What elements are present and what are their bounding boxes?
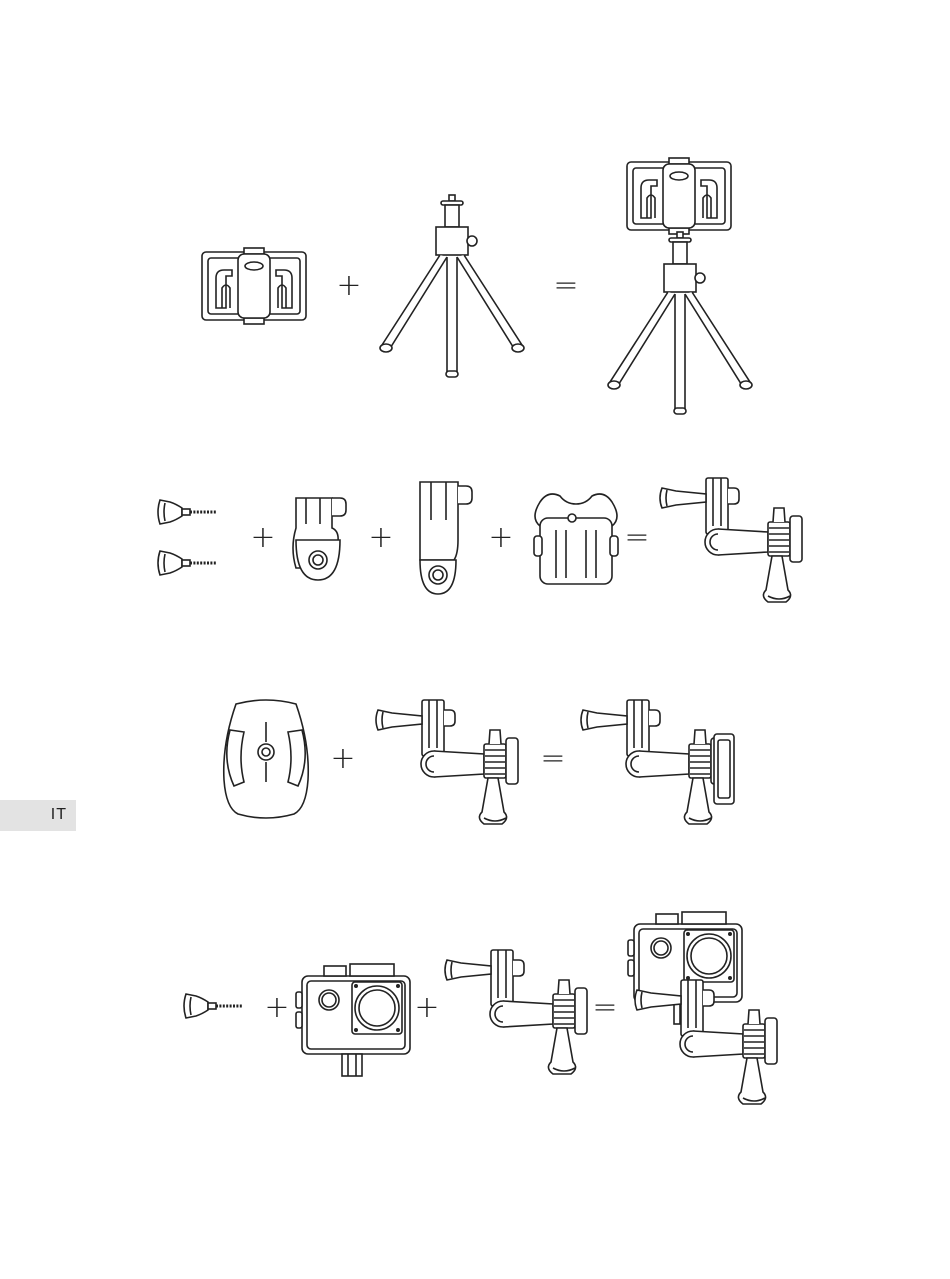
language-tab: IT bbox=[0, 800, 76, 831]
camera-with-pivot-image bbox=[628, 912, 777, 1104]
plus-operator: + bbox=[262, 993, 292, 1023]
row-1 bbox=[202, 158, 752, 414]
plus-operator: + bbox=[334, 271, 364, 301]
tripod-with-clip-image bbox=[608, 158, 752, 414]
tripod-image bbox=[380, 195, 524, 377]
short-pivot-arm-image bbox=[293, 498, 346, 580]
language-tab-label: IT bbox=[51, 806, 67, 824]
phone-clip-image bbox=[202, 248, 306, 324]
thumb-screw-image bbox=[158, 500, 216, 524]
thumb-screw-image bbox=[184, 994, 242, 1018]
pivot-arm-assembly-image bbox=[376, 700, 518, 824]
equals-operator: = bbox=[622, 523, 652, 553]
thumb-screw-image bbox=[158, 551, 216, 575]
equals-operator: = bbox=[590, 993, 620, 1023]
plus-operator: + bbox=[366, 523, 396, 553]
buckle-base-image bbox=[534, 494, 618, 584]
row-3 bbox=[224, 700, 734, 824]
pivot-arm-assembly-image bbox=[445, 950, 587, 1074]
plus-operator: + bbox=[486, 523, 516, 553]
equals-operator: = bbox=[538, 744, 568, 774]
curved-base-mount-image bbox=[224, 700, 309, 818]
mounted-pivot-assembly-image bbox=[581, 700, 734, 824]
equals-operator: = bbox=[551, 271, 581, 301]
plus-operator: + bbox=[328, 744, 358, 774]
plus-operator: + bbox=[248, 523, 278, 553]
pivot-arm-assembly-image bbox=[660, 478, 802, 602]
action-camera-housing-image bbox=[296, 964, 410, 1076]
plus-operator: + bbox=[412, 993, 442, 1023]
long-pivot-arm-image bbox=[420, 482, 472, 594]
